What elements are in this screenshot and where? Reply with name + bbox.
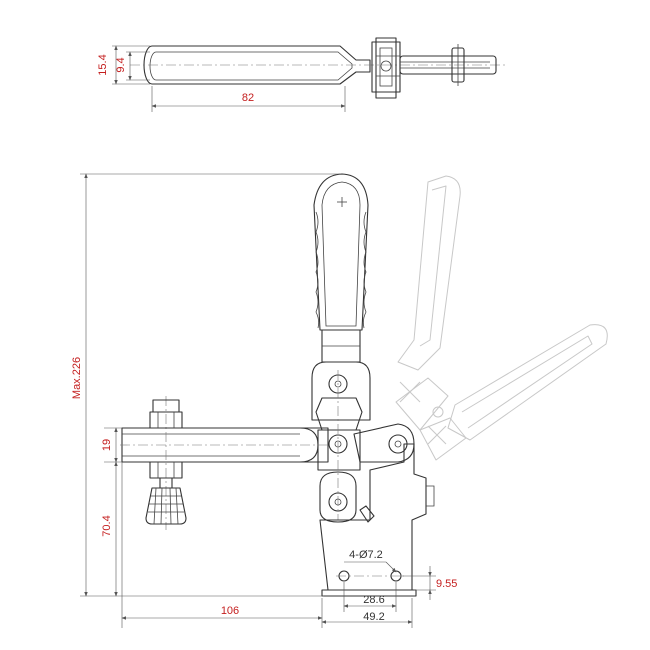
top-view-handle <box>143 45 371 85</box>
dim-top-view-height: 15.4 <box>97 54 109 75</box>
dim-spindle-height: 70.4 <box>101 515 113 536</box>
dim-base-width: 49.2 <box>363 611 384 623</box>
dim-hole-spacing-x: 28.6 <box>363 594 384 606</box>
dim-max-height: Max.226 <box>71 357 83 399</box>
side-view-linkage <box>311 361 415 523</box>
side-view: Max.226 19 70.4 106 4-Ø7.2 28.6 49.2 <box>71 173 457 628</box>
open-position-ghost <box>395 175 608 461</box>
top-view-arm <box>399 44 497 86</box>
top-view: 15.4 9.4 82 <box>97 37 505 112</box>
side-view-arm <box>120 427 330 463</box>
dim-arm-thickness: 19 <box>101 439 113 451</box>
side-view-spindle <box>145 396 187 530</box>
side-view-base <box>319 443 435 597</box>
dim-hole-spacing-y: 9.55 <box>436 578 457 590</box>
spindle-rubber-tip <box>145 487 187 525</box>
dim-top-view-inner-height: 9.4 <box>115 57 127 72</box>
dim-base-holes: 4-Ø7.2 <box>349 549 383 561</box>
side-view-handle <box>313 173 369 331</box>
dim-handle-length: 82 <box>242 92 254 104</box>
dim-reach: 106 <box>221 605 239 617</box>
top-view-pivot-block <box>371 37 401 99</box>
